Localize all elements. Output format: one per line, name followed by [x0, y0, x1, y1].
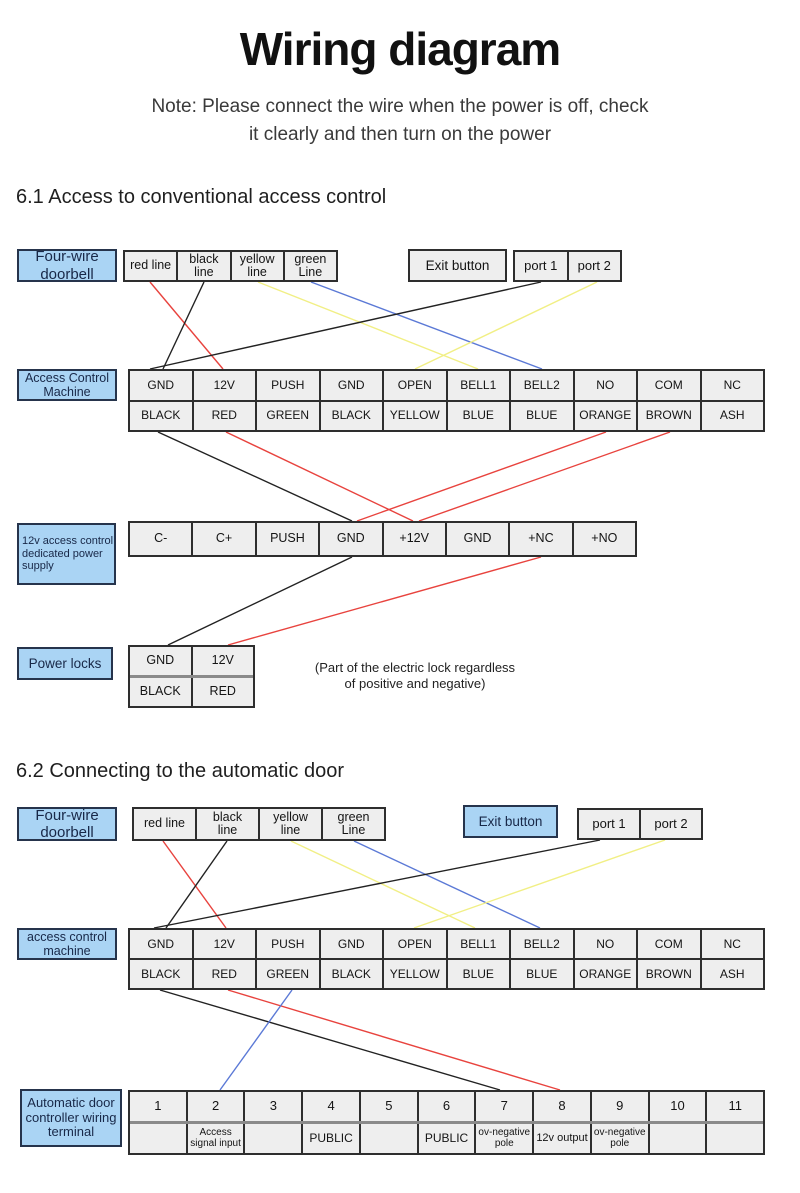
wire-black: [167, 556, 353, 646]
wire-black: [162, 281, 205, 370]
terminal-number-row: 1 2 3 4 5 6 7 8 9 10 11: [130, 1092, 764, 1121]
page-title: Wiring diagram: [239, 23, 561, 75]
power-locks-table: GND 12V BLACK RED: [128, 645, 255, 708]
electric-lock-note: (Part of the electric lock regardless of…: [314, 660, 516, 691]
exit-button-label-2: Exit button: [463, 805, 558, 838]
four-wire-doorbell-label-1: Four-wire doorbell: [17, 248, 117, 283]
port1-cell-2: port 1: [579, 810, 641, 838]
door-controller-terminal-label: Automatic door controller wiring termina…: [20, 1089, 122, 1147]
port2-cell-1: port 2: [568, 252, 620, 280]
ports-table-2: port 1 port 2: [577, 808, 703, 840]
wire-red: [418, 431, 671, 522]
ports-table-1: port 1 port 2: [513, 250, 622, 282]
wire-yellow: [290, 840, 476, 929]
acm-color-row-1: BLACK RED GREEN BLACK YELLOW BLUE BLUE O…: [130, 399, 763, 430]
wire-red: [227, 556, 542, 646]
wire-blue: [353, 840, 541, 929]
wire-cell-red-2: red line: [134, 809, 197, 839]
note-line-2: it clearly and then turn on the power: [248, 124, 552, 145]
section-6-2-heading: 6.2 Connecting to the automatic door: [16, 760, 344, 782]
wire-red: [225, 431, 414, 522]
power-supply-label: 12v access control dedicated power suppl…: [17, 523, 116, 585]
wire-black: [159, 989, 501, 1091]
port1-cell-1: port 1: [515, 252, 569, 280]
port2-cell-2: port 2: [641, 810, 701, 838]
access-control-machine-label-2: access control machine: [17, 928, 117, 960]
wire-red: [149, 281, 224, 370]
power-locks-label: Power locks: [17, 647, 113, 680]
access-control-machine-table-2: GND 12V PUSH GND OPEN BELL1 BELL2 NO COM…: [128, 928, 765, 990]
access-control-machine-table-1: GND 12V PUSH GND OPEN BELL1 BELL2 NO COM…: [128, 369, 765, 432]
access-control-machine-label-1: Access Control Machine: [17, 369, 117, 401]
wire-cell-red-1: red line: [125, 252, 179, 280]
acm-terminal-row-1: GND 12V PUSH GND OPEN BELL1 BELL2 NO COM…: [130, 371, 763, 400]
section-6-1-heading: 6.1 Access to conventional access contro…: [16, 186, 387, 208]
wire-red: [162, 840, 227, 929]
acm-color-row-2: BLACK RED GREEN BLACK YELLOW BLUE BLUE O…: [130, 958, 763, 988]
exit-button-label-1: Exit button: [408, 249, 507, 282]
wire-blue: [219, 989, 293, 1091]
wire-red: [227, 989, 561, 1091]
four-wire-doorbell-label-2: Four-wire doorbell: [17, 807, 117, 841]
wire-black: [153, 839, 601, 929]
power-supply-table: C- C+ PUSH GND +12V GND +NC +NO: [128, 521, 637, 557]
wire-yellow: [257, 281, 479, 370]
wire-blue: [310, 281, 543, 370]
wire-black: [149, 281, 542, 370]
acm-terminal-row-2: GND 12V PUSH GND OPEN BELL1 BELL2 NO COM…: [130, 930, 763, 958]
wire-yellow: [414, 281, 598, 370]
wire-yellow: [413, 839, 666, 929]
wire-red: [356, 431, 607, 522]
wire-black: [157, 431, 353, 522]
note-line-1: Note: Please connect the wire when the p…: [151, 96, 649, 117]
wire-black: [165, 840, 228, 929]
